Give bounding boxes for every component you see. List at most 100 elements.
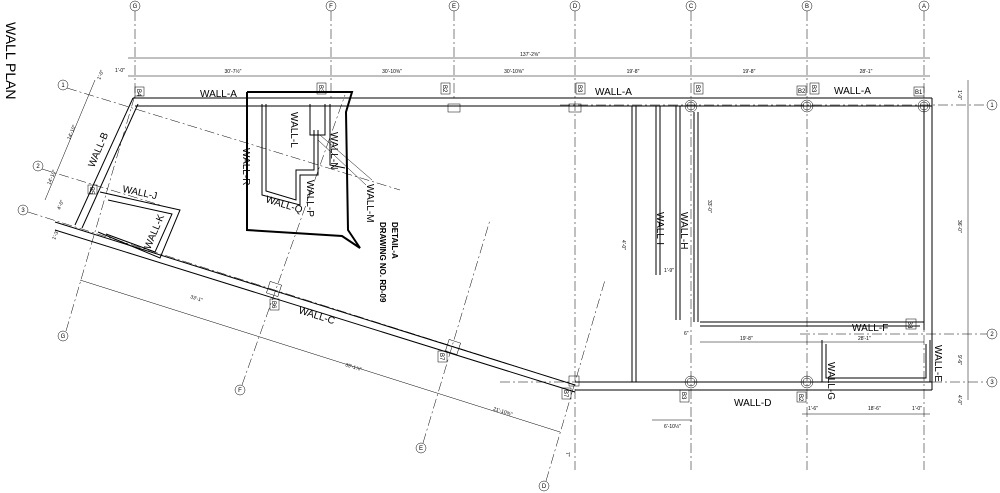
- svg-text:WALL-A: WALL-A: [200, 89, 237, 100]
- svg-text:14'-10": 14'-10": [66, 124, 78, 141]
- svg-text:WALL-A: WALL-A: [595, 87, 632, 98]
- svg-text:35'-1⅞": 35'-1⅞": [344, 362, 362, 373]
- svg-text:2: 2: [36, 164, 40, 170]
- svg-text:E: E: [452, 4, 456, 10]
- svg-text:1: 1: [61, 83, 65, 89]
- svg-text:WALL-B: WALL-B: [87, 131, 112, 170]
- svg-text:B4: B4: [135, 89, 141, 97]
- svg-text:18'-6": 18'-6": [868, 406, 881, 412]
- svg-text:B7: B7: [562, 390, 568, 398]
- svg-text:WALL-L: WALL-L: [288, 112, 299, 148]
- detail-walls: WALL-R WALL-L WALL-N WALL-P WALL-Q WALL-…: [240, 104, 375, 223]
- svg-text:DETAIL-A: DETAIL-A: [390, 222, 399, 259]
- wall-a: WALL-A WALL-A WALL-A: [133, 86, 933, 390]
- wall-f-e-g-d: 19'-8" 28'-1" WALL-F B3 WALL-E WALL-G WA…: [575, 318, 943, 409]
- svg-text:G: G: [61, 334, 66, 340]
- svg-text:E: E: [419, 446, 423, 452]
- svg-text:B2: B2: [798, 89, 806, 95]
- svg-text:B2: B2: [441, 85, 447, 93]
- wall-i-h: WALL-I WALL-H 33'-0" 4'-0" 1'-9" 6": [620, 106, 712, 382]
- bottom-dimensions: 6'-10½" 1'-6" 18'-6" 1'-0" 7": [564, 406, 930, 457]
- slanted-grid: G F E D: [57, 94, 606, 492]
- svg-text:30'-7½": 30'-7½": [225, 68, 242, 75]
- svg-text:B3: B3: [694, 85, 700, 93]
- plan-title: WALL PLAN: [3, 22, 19, 100]
- columns: [266, 99, 931, 389]
- svg-text:A: A: [922, 4, 926, 10]
- svg-text:1'-9": 1'-9": [664, 268, 674, 274]
- svg-text:B3: B3: [810, 85, 816, 93]
- svg-text:1'-0": 1'-0": [956, 90, 962, 100]
- svg-text:B: B: [805, 4, 809, 10]
- svg-text:9'-6": 9'-6": [956, 355, 962, 365]
- svg-text:36'-0": 36'-0": [956, 220, 962, 233]
- wall-b: WALL-B 14'-10" 14'-10" 4'-0" 1'-0" 1'-3": [44, 69, 139, 241]
- detail-a-boundary: DETAIL-A DRAWING NO. RD-09: [246, 91, 399, 303]
- svg-text:4'-0": 4'-0": [956, 395, 962, 405]
- svg-text:1'-0": 1'-0": [912, 406, 922, 412]
- grid-bubble-d: D: [569, 0, 581, 470]
- svg-text:19'-8": 19'-8": [627, 69, 640, 75]
- grid-bubble-b: B: [801, 0, 813, 470]
- svg-text:C: C: [689, 4, 694, 10]
- svg-text:WALL-A: WALL-A: [834, 86, 871, 97]
- svg-text:G: G: [133, 4, 138, 10]
- svg-text:WALL-I: WALL-I: [654, 212, 665, 245]
- svg-text:WALL-N: WALL-N: [328, 132, 339, 169]
- svg-text:137'-2⅝": 137'-2⅝": [520, 52, 540, 58]
- top-dimensions: 137'-2⅝" 30'-7½" 30'-10⅝" 30'-10⅝" 19'-8…: [115, 52, 930, 77]
- svg-text:1'-0": 1'-0": [115, 68, 125, 74]
- svg-text:WALL-M: WALL-M: [364, 184, 375, 223]
- right-grid: 1 2 3: [500, 99, 998, 388]
- grid-bubble-e: E: [448, 0, 460, 100]
- svg-text:21'-10⅝": 21'-10⅝": [492, 406, 513, 418]
- svg-text:30'-10⅝": 30'-10⅝": [382, 69, 402, 75]
- svg-text:19'-8": 19'-8": [743, 69, 756, 75]
- svg-text:1'-6": 1'-6": [808, 406, 818, 412]
- svg-text:3: 3: [990, 380, 994, 386]
- svg-text:WALL-H: WALL-H: [678, 212, 689, 249]
- svg-text:WALL-D: WALL-D: [734, 398, 771, 409]
- svg-text:28'-1": 28'-1": [860, 69, 873, 75]
- svg-text:DRAWING NO. RD-09: DRAWING NO. RD-09: [378, 222, 387, 303]
- svg-text:4'-0": 4'-0": [56, 199, 66, 211]
- svg-text:F: F: [238, 388, 242, 394]
- svg-text:6'-10½": 6'-10½": [664, 423, 681, 430]
- svg-text:B3: B3: [906, 321, 912, 329]
- svg-text:B3: B3: [576, 85, 582, 93]
- svg-text:B2: B2: [797, 394, 803, 402]
- grid-bubble-g: G: [129, 0, 141, 100]
- svg-text:D: D: [542, 484, 547, 490]
- svg-text:1: 1: [990, 103, 994, 109]
- svg-text:6": 6": [684, 331, 689, 337]
- svg-text:WALL-P: WALL-P: [304, 180, 315, 217]
- svg-text:B6: B6: [270, 301, 276, 309]
- svg-text:19'-8": 19'-8": [740, 336, 753, 342]
- svg-text:1'-0": 1'-0": [96, 69, 106, 81]
- top-grid: G F E D C B A: [129, 0, 930, 470]
- svg-text:WALL-J: WALL-J: [121, 184, 158, 202]
- svg-text:14'-10": 14'-10": [46, 169, 58, 186]
- svg-text:B3: B3: [680, 392, 686, 400]
- grid-bubble-c: C: [685, 0, 697, 470]
- svg-text:WALL-Q: WALL-Q: [264, 194, 304, 216]
- svg-text:1'-3": 1'-3": [51, 229, 61, 241]
- svg-text:4'-0": 4'-0": [620, 240, 626, 250]
- svg-text:33'-1": 33'-1": [189, 294, 203, 304]
- right-dimensions: 1'-0" 36'-0" 9'-6" 4'-0": [956, 80, 969, 405]
- column-tags: B4 B3 B2 B3 B3 B2 B3 B1 B5 B6 B7 B7: [87, 82, 925, 400]
- svg-text:WALL-F: WALL-F: [852, 323, 888, 334]
- svg-text:D: D: [573, 4, 578, 10]
- svg-text:3: 3: [21, 208, 25, 214]
- svg-text:WALL-R: WALL-R: [240, 148, 251, 185]
- svg-text:WALL-G: WALL-G: [825, 362, 836, 400]
- svg-text:F: F: [329, 4, 333, 10]
- svg-text:33'-0": 33'-0": [706, 200, 712, 213]
- svg-text:30'-10⅝": 30'-10⅝": [504, 69, 524, 75]
- svg-text:B1: B1: [915, 90, 923, 96]
- svg-text:7": 7": [564, 452, 570, 457]
- svg-text:WALL-E: WALL-E: [932, 345, 943, 382]
- grid-bubble-f: F: [325, 0, 337, 100]
- svg-text:28'-1": 28'-1": [858, 336, 871, 342]
